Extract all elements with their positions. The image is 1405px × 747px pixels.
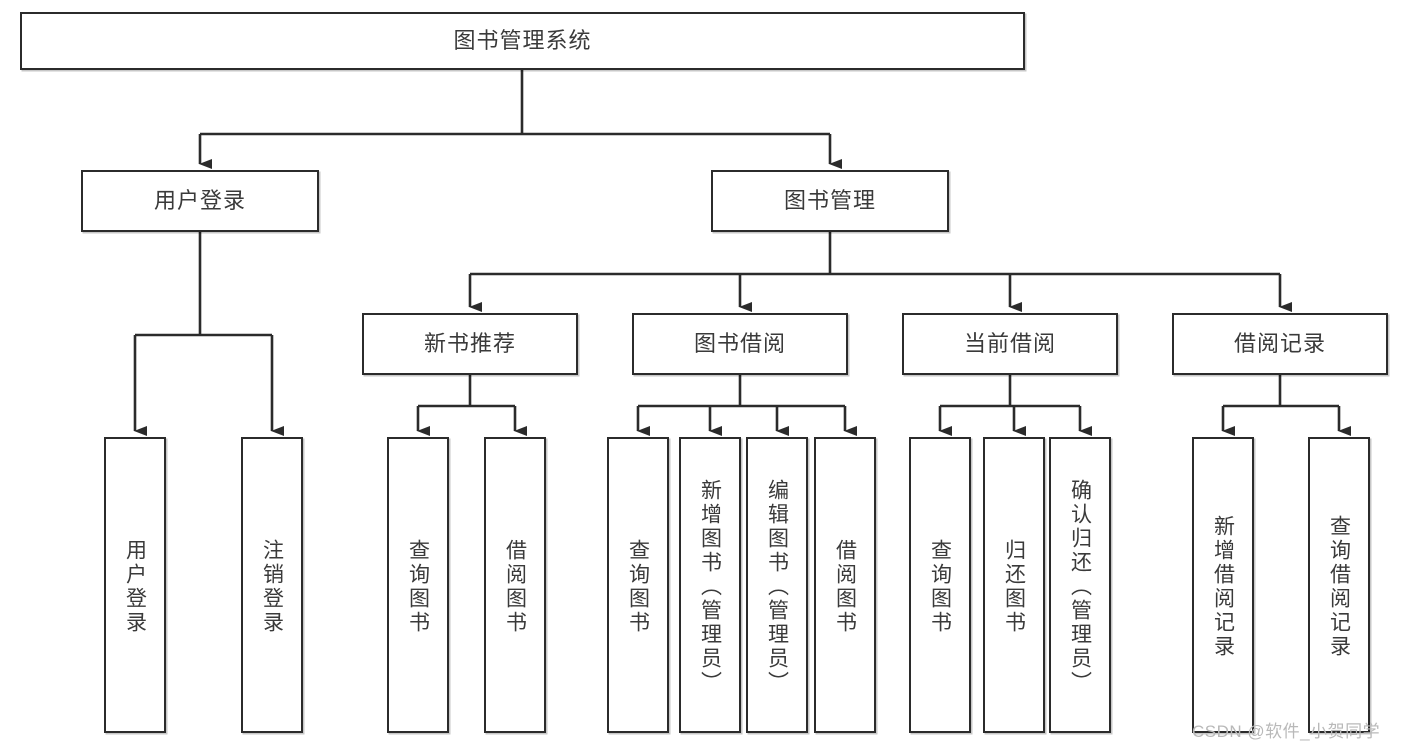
node-leaf-query-book-1[interactable]: 查询图书	[387, 437, 449, 733]
node-leaf-query-book-1-label: 查询图书	[406, 539, 430, 635]
node-book-borrow[interactable]: 图书借阅	[632, 313, 848, 375]
node-root-label: 图书管理系统	[453, 27, 592, 53]
node-leaf-user-login[interactable]: 用户登录	[104, 437, 166, 733]
node-leaf-add-book-label: 新增图书（管理员）	[698, 479, 722, 695]
node-user-login[interactable]: 用户登录	[81, 170, 319, 232]
node-borrow-record-label: 借阅记录	[1233, 330, 1326, 356]
node-leaf-return-book[interactable]: 归还图书	[983, 437, 1045, 733]
node-leaf-confirm-return[interactable]: 确认归还（管理员）	[1049, 437, 1111, 733]
node-leaf-add-record-label: 新增借阅记录	[1211, 515, 1235, 659]
node-leaf-edit-book-label: 编辑图书（管理员）	[765, 479, 789, 695]
node-root[interactable]: 图书管理系统	[20, 12, 1025, 70]
node-leaf-query-book-2-label: 查询图书	[626, 539, 650, 635]
csdn-watermark: CSDN @软件_小贺同学	[1192, 722, 1381, 741]
node-leaf-edit-book[interactable]: 编辑图书（管理员）	[746, 437, 808, 733]
node-borrow-record[interactable]: 借阅记录	[1172, 313, 1388, 375]
node-new-book-recommend[interactable]: 新书推荐	[362, 313, 578, 375]
node-leaf-user-logout-label: 注销登录	[260, 539, 284, 635]
node-leaf-query-book-3[interactable]: 查询图书	[909, 437, 971, 733]
node-leaf-borrow-book-2-label: 借阅图书	[833, 539, 857, 635]
node-leaf-add-record[interactable]: 新增借阅记录	[1192, 437, 1254, 733]
node-leaf-borrow-book-2[interactable]: 借阅图书	[814, 437, 876, 733]
node-leaf-query-record-label: 查询借阅记录	[1327, 515, 1351, 659]
node-current-borrow[interactable]: 当前借阅	[902, 313, 1118, 375]
node-leaf-user-login-label: 用户登录	[123, 539, 147, 635]
node-leaf-user-logout[interactable]: 注销登录	[241, 437, 303, 733]
node-leaf-return-book-label: 归还图书	[1002, 539, 1026, 635]
node-leaf-confirm-return-label: 确认归还（管理员）	[1068, 479, 1092, 695]
node-leaf-borrow-book-1-label: 借阅图书	[503, 539, 527, 635]
node-leaf-borrow-book-1[interactable]: 借阅图书	[484, 437, 546, 733]
node-leaf-query-record[interactable]: 查询借阅记录	[1308, 437, 1370, 733]
node-user-login-label: 用户登录	[153, 187, 246, 213]
node-leaf-query-book-3-label: 查询图书	[928, 539, 952, 635]
node-leaf-add-book[interactable]: 新增图书（管理员）	[679, 437, 741, 733]
node-leaf-query-book-2[interactable]: 查询图书	[607, 437, 669, 733]
node-book-manage[interactable]: 图书管理	[711, 170, 949, 232]
node-book-manage-label: 图书管理	[783, 187, 876, 213]
node-book-borrow-label: 图书借阅	[693, 330, 786, 356]
node-new-book-recommend-label: 新书推荐	[423, 330, 516, 356]
node-current-borrow-label: 当前借阅	[963, 330, 1056, 356]
